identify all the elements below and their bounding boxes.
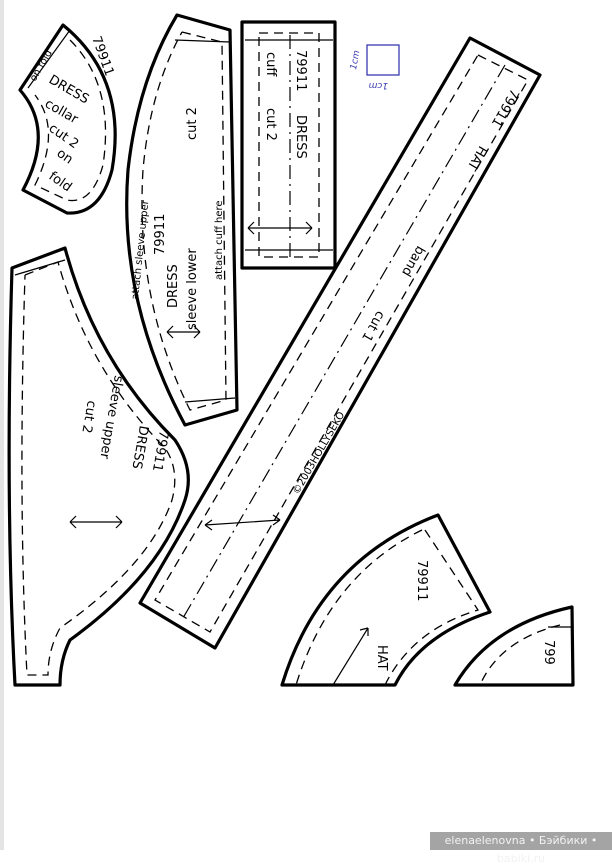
sleeve-upper-piece: 79911 DRESS sleeve upper cut 2 — [7, 246, 190, 687]
watermark: elenaelenovna • Бэйбики • babiki.ru — [430, 832, 612, 865]
grainline-arrow — [204, 514, 281, 531]
scale-label-side: 1cm — [349, 49, 362, 70]
sleeve-lower-name: sleeve lower — [185, 248, 200, 330]
sleeve-upper-garment: DRESS — [128, 424, 150, 470]
cuff-code: 79911 — [293, 50, 308, 91]
sleeve-lower-piece: attach sleeve upper 79911 DRESS sleeve l… — [125, 13, 239, 427]
grainline-arrow — [69, 515, 123, 529]
sleeve-lower-cut: cut 2 — [185, 107, 200, 140]
sleeve-upper-code: 79911 — [149, 429, 171, 472]
cuff-piece: 79911 DRESS cuff cut 2 — [240, 20, 337, 270]
hat-crown-code: 799 — [541, 640, 556, 665]
sleeve-lower-attach-cuff: attach cuff here — [214, 200, 225, 280]
grainline-arrow — [166, 325, 201, 339]
sleeve-upper-cut: cut 2 — [78, 399, 98, 434]
sewing-pattern: on fold 79911 DRESS collar cut 2 on fold… — [7, 13, 575, 687]
cuff-name: cuff — [263, 52, 278, 77]
scale-square: 1cm 1cm — [349, 44, 400, 90]
hat-crown-piece: 799 — [453, 605, 575, 687]
hat-brim-garment: HAT — [374, 645, 389, 671]
scale-label-bottom: 1cm — [368, 80, 388, 90]
sleeve-lower-garment: DRESS — [166, 264, 181, 308]
collar-piece: on fold 79911 DRESS collar cut 2 on fold — [18, 23, 117, 215]
grainline-arrow — [332, 627, 369, 686]
cuff-cut: cut 2 — [263, 108, 278, 141]
hat-brim-code: 79911 — [414, 560, 429, 601]
hat-brim-piece: 79911 HAT — [280, 513, 492, 687]
cuff-garment: DRESS — [293, 115, 308, 159]
scan-edge — [0, 0, 4, 850]
grainline-arrow — [247, 221, 313, 235]
hat-band-piece: 79911 HAT band cut 1 ©2003HOLLYSEKO — [138, 36, 542, 650]
sleeve-lower-code: 79911 — [153, 214, 168, 255]
